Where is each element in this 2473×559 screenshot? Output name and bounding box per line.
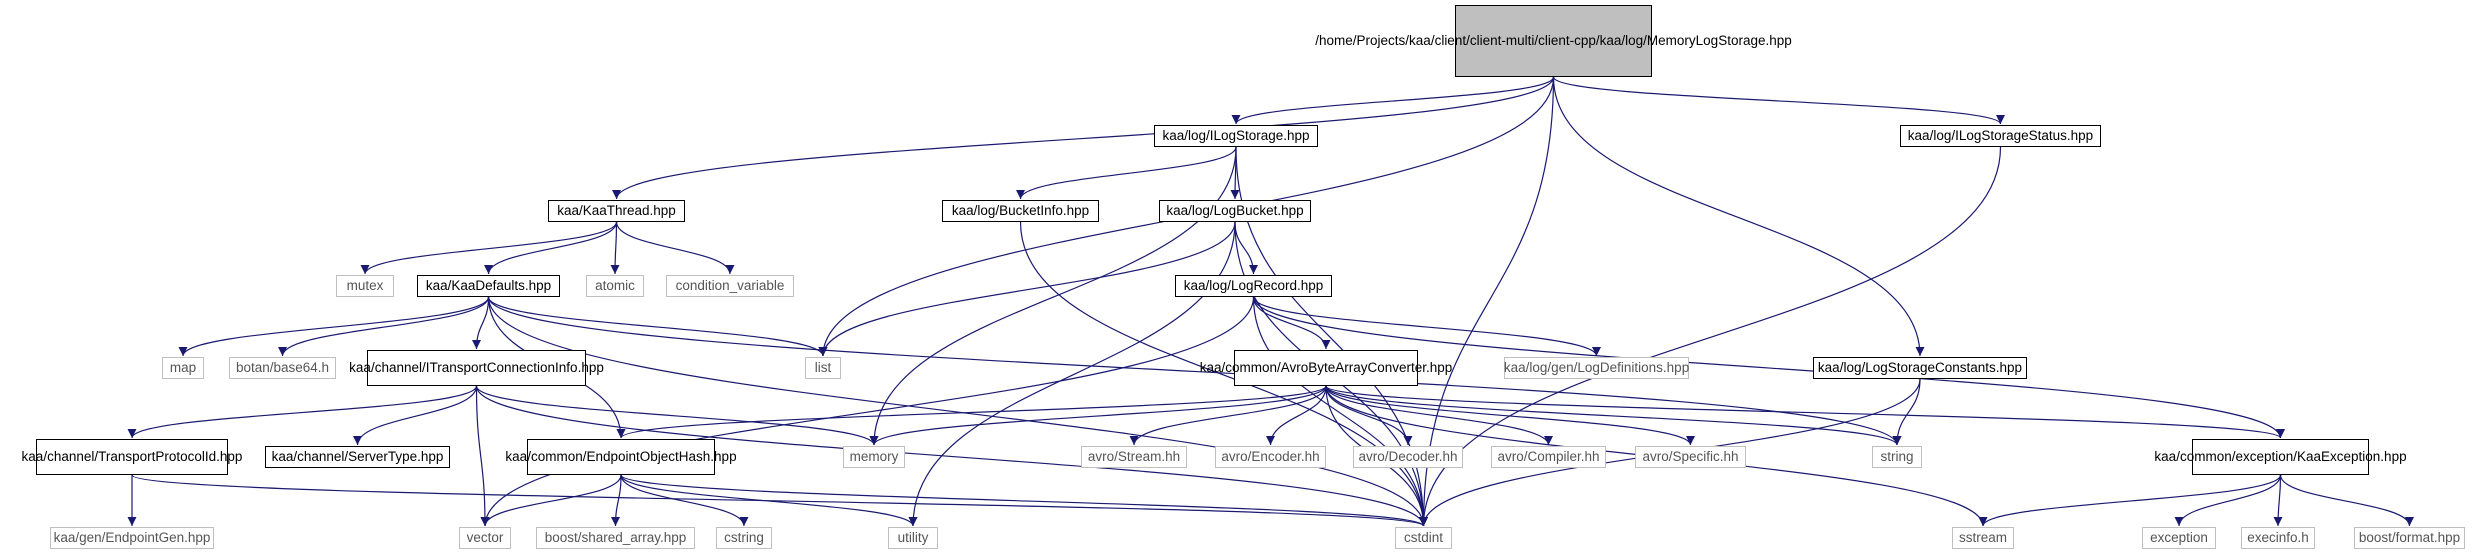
edge-LogRecord-to-vector	[480, 296, 1255, 527]
edge-ITransportConnectionInfo-to-ServerType	[353, 385, 478, 446]
edge-root-to-ILogStorage	[1231, 76, 1555, 125]
edge-KaaException-to-boostformat	[2279, 474, 2414, 527]
edge-KaaDefaults-to-map	[178, 296, 490, 357]
edge-KaaThread-to-KaaDefaults	[484, 221, 618, 275]
edge-LogRecord-to-cstdint	[1252, 296, 1428, 527]
node-cstring[interactable]: cstring	[716, 527, 772, 549]
node-sstream[interactable]: sstream	[1952, 527, 2014, 549]
edge-KaaException-to-sstream	[1978, 474, 2282, 527]
node-ilogstoragestatus[interactable]: kaa/log/ILogStorageStatus.hpp	[1900, 125, 2101, 147]
edge-EndpointObjectHash-to-utility	[620, 474, 918, 527]
edge-KaaDefaults-to-botan	[278, 296, 490, 357]
edge-LogBucket-to-utility	[908, 221, 1236, 527]
node-string[interactable]: string	[1872, 446, 1922, 468]
edge-AvroByteArrayConverter-to-avroStream	[1129, 385, 1327, 446]
edge-TransportProtocolId-to-cstdint	[131, 474, 1428, 527]
node-list[interactable]: list	[805, 357, 841, 379]
edge-EndpointObjectHash-to-vector	[480, 474, 622, 527]
node-boost-format[interactable]: boost/format.hpp	[2354, 527, 2465, 549]
node-logbucket[interactable]: kaa/log/LogBucket.hpp	[1159, 200, 1311, 222]
edge-KaaDefaults-to-cstdint	[487, 296, 1428, 527]
node-botan-base64[interactable]: botan/base64.h	[229, 357, 336, 379]
edge-LogRecord-to-LogDefinitions	[1252, 296, 1601, 357]
node-utility[interactable]: utility	[888, 527, 938, 549]
edge-ITransportConnectionInfo-to-cstdint	[475, 385, 1428, 527]
edge-ILogStorage-to-BucketInfo	[1016, 146, 1237, 200]
node-map[interactable]: map	[162, 357, 204, 379]
node-avro-encoder[interactable]: avro/Encoder.hh	[1215, 446, 1326, 468]
node-memory[interactable]: memory	[843, 446, 905, 468]
node-avro-compiler[interactable]: avro/Compiler.hh	[1491, 446, 1606, 468]
node-kaaexception[interactable]: kaa/common/exception/KaaException.hpp	[2154, 439, 2407, 475]
node-logstorageconstants[interactable]: kaa/log/LogStorageConstants.hpp	[1813, 357, 2027, 379]
edge-BucketInfo-to-cstdint	[1019, 221, 1428, 527]
node-boost-shared-array[interactable]: boost/shared_array.hpp	[536, 527, 695, 549]
node-cstdint[interactable]: cstdint	[1395, 527, 1452, 549]
node-avro-specific[interactable]: avro/Specific.hh	[1635, 446, 1746, 468]
edge-AvroByteArrayConverter-to-EndpointObjectHash	[616, 385, 1327, 439]
node-bucketinfo[interactable]: kaa/log/BucketInfo.hpp	[942, 200, 1099, 222]
edge-ILogStorageStatus-to-cstdint	[1419, 146, 2002, 527]
edge-KaaThread-to-mutex	[360, 221, 618, 275]
node-endpointgen[interactable]: kaa/gen/EndpointGen.hpp	[50, 527, 214, 549]
edge-AvroByteArrayConverter-to-memory	[869, 385, 1327, 446]
node-vector[interactable]: vector	[459, 527, 511, 549]
node-root[interactable]: /home/Projects/kaa/client/client-multi/c…	[1315, 5, 1792, 77]
node-mutex[interactable]: mutex	[336, 275, 394, 297]
edge-root-to-KaaThread	[612, 76, 1555, 200]
edge-ITransportConnectionInfo-to-memory	[475, 385, 879, 446]
edge-KaaThread-to-condition_variable	[615, 221, 735, 275]
node-logrecord[interactable]: kaa/log/LogRecord.hpp	[1175, 275, 1332, 297]
edge-KaaDefaults-to-list	[487, 296, 828, 357]
edge-KaaException-to-exception	[2174, 474, 2282, 527]
node-avro-decoder[interactable]: avro/Decoder.hh	[1353, 446, 1463, 468]
edge-root-to-cstdint	[1419, 76, 1555, 527]
edge-KaaDefaults-to-string	[487, 296, 1902, 446]
edge-ITransportConnectionInfo-to-vector	[475, 385, 490, 527]
node-ilogstorage[interactable]: kaa/log/ILogStorage.hpp	[1154, 125, 1318, 147]
node-exception[interactable]: exception	[2142, 527, 2216, 549]
node-execinfo[interactable]: execinfo.h	[2241, 527, 2315, 549]
edge-KaaDefaults-to-ITransportConnectionInfo	[472, 296, 490, 350]
edge-AvroByteArrayConverter-to-string	[1325, 385, 1902, 446]
edge-AvroByteArrayConverter-to-avroSpecific	[1325, 385, 1695, 446]
edge-AvroByteArrayConverter-to-avroCompiler	[1325, 385, 1553, 446]
edge-ITransportConnectionInfo-to-TransportProtocolId	[127, 385, 478, 439]
node-logdefinitions[interactable]: kaa/log/gen/LogDefinitions.hpp	[1504, 357, 1689, 379]
node-kaadefaults[interactable]: kaa/KaaDefaults.hpp	[417, 275, 560, 297]
edge-KaaException-to-execinfo	[2273, 474, 2283, 527]
node-condition-variable[interactable]: condition_variable	[666, 275, 794, 297]
edge-EndpointObjectHash-to-cstdint	[620, 474, 1428, 527]
edge-LogStorageConstants-to-string	[1892, 378, 1921, 446]
node-avro-stream[interactable]: avro/Stream.hh	[1081, 446, 1187, 468]
node-kaathread[interactable]: kaa/KaaThread.hpp	[548, 200, 685, 222]
edge-EndpointObjectHash-to-cstring	[620, 474, 749, 527]
edge-root-to-LogStorageConstants	[1552, 76, 1925, 357]
edge-LogBucket-to-list	[818, 221, 1236, 357]
edge-LogRecord-to-KaaException	[1252, 296, 2285, 439]
edge-LogRecord-to-AvroByteArrayConverter	[1252, 296, 1331, 350]
edge-AvroByteArrayConverter-to-avroEncoder	[1266, 385, 1327, 446]
edge-root-to-ILogStorageStatus	[1552, 76, 2005, 125]
node-atomic[interactable]: atomic	[586, 275, 644, 297]
node-servertype[interactable]: kaa/channel/ServerType.hpp	[265, 446, 450, 468]
edge-EndpointObjectHash-to-shared_array	[611, 474, 622, 527]
edge-KaaThread-to-atomic	[610, 221, 620, 275]
edge-AvroByteArrayConverter-to-KaaException	[1325, 385, 2285, 439]
